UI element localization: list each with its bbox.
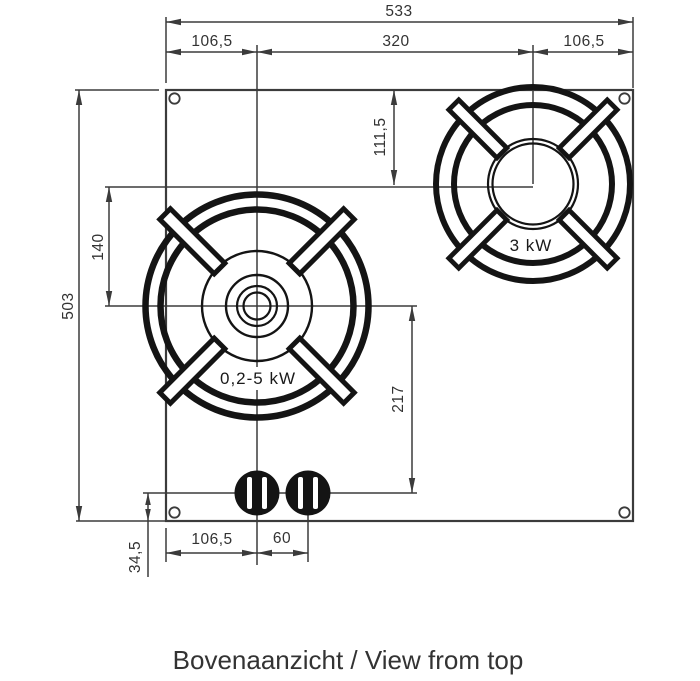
dim-knob-from-left: 106,5: [191, 531, 232, 548]
small-burner-pan-supports: [445, 96, 621, 272]
control-knob-left: [234, 470, 280, 516]
small-burner-power-label: 3 kW: [510, 236, 553, 255]
burner-labels: 0,2-5 kW 3 kW: [220, 236, 553, 388]
large-burner-power-label: 0,2-5 kW: [220, 369, 296, 388]
screw-hole-top-right: [618, 92, 631, 105]
dim-burner-centers-horizontal: 320: [382, 33, 409, 50]
dim-offset-left-top: 106,5: [191, 33, 232, 50]
small-burner: [433, 84, 633, 284]
dim-knob-spacing: 60: [273, 530, 291, 547]
large-burner-pan-supports: [156, 205, 358, 407]
large-burner: [142, 191, 372, 421]
screw-hole-bottom-right: [618, 506, 631, 519]
dimension-labels: 533 106,5 320 106,5 503 140 111,5 217 34…: [60, 3, 604, 573]
dim-total-width: 533: [385, 3, 412, 20]
screw-hole-bottom-left: [168, 506, 181, 519]
dim-knob-row-to-bottom: 34,5: [127, 541, 144, 573]
dimension-lines: [75, 17, 634, 577]
control-knob-right: [285, 470, 331, 516]
dimension-arrowheads: [75, 18, 633, 557]
dim-burner-centers-vertical: 140: [90, 233, 107, 260]
diagram-caption: Bovenaanzicht / View from top: [173, 645, 524, 675]
screw-hole-top-left: [168, 92, 181, 105]
screw-holes: [168, 92, 631, 519]
dim-total-height: 503: [60, 292, 77, 319]
dim-small-burner-from-top: 111,5: [372, 118, 389, 157]
dim-large-burner-to-knob-row: 217: [390, 385, 407, 412]
dim-offset-right-top: 106,5: [563, 33, 604, 50]
